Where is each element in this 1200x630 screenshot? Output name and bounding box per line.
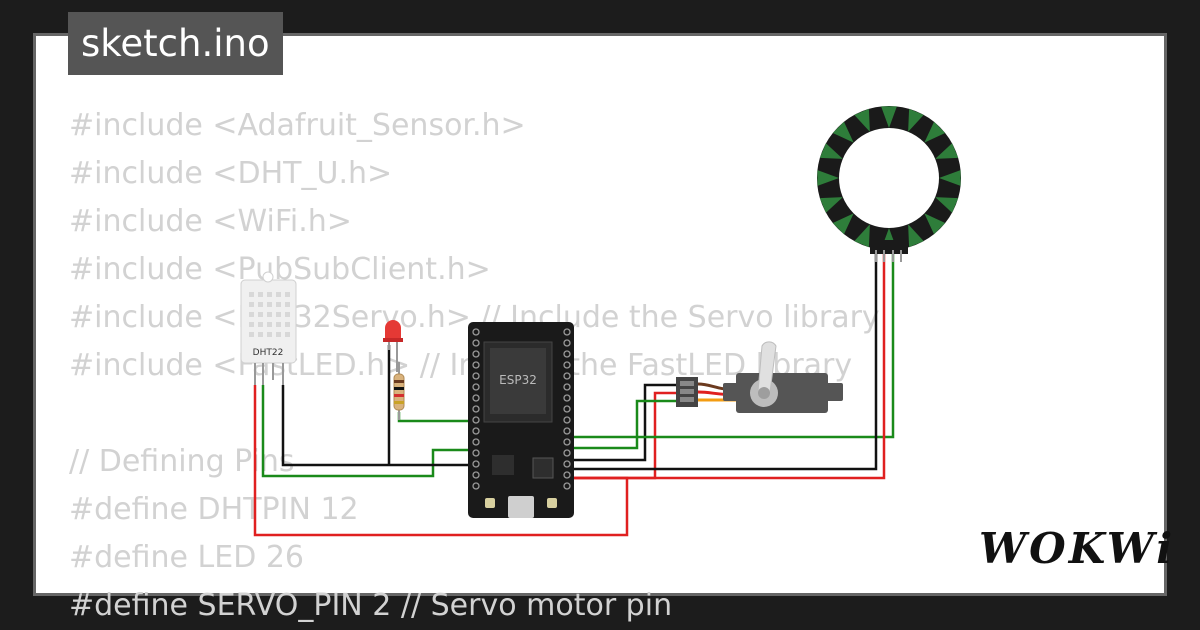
esp32-label: ESP32 bbox=[499, 373, 537, 387]
ring-led-pixel bbox=[908, 224, 924, 248]
code-background: #include <Adafruit_Sensor.h> #include <DH… bbox=[69, 102, 880, 630]
ring-led-pixel bbox=[832, 121, 854, 143]
esp32-board[interactable]: ESP32 bbox=[468, 322, 574, 518]
wire-ring-gnd bbox=[568, 252, 878, 471]
wokwi-logo: WOKWi bbox=[979, 524, 1176, 573]
file-tab[interactable]: sketch.ino bbox=[68, 12, 283, 75]
preview-card: #include <Adafruit_Sensor.h> #include <DH… bbox=[33, 33, 1172, 623]
wire-servo-signal bbox=[568, 399, 680, 450]
ring-led-pixel bbox=[854, 224, 870, 248]
ring-led-pixel bbox=[819, 197, 843, 213]
ring-led-pixel bbox=[819, 143, 843, 159]
wire-ring-vcc bbox=[568, 252, 886, 480]
usb-port bbox=[508, 496, 534, 518]
code-line-10: #define LED 26 bbox=[69, 540, 305, 575]
wire-servo-gnd bbox=[568, 383, 680, 462]
red-led[interactable] bbox=[383, 320, 403, 372]
wire-dht-data bbox=[261, 385, 473, 478]
ring-led-pixel bbox=[935, 197, 959, 213]
wire-ring-data bbox=[568, 252, 895, 439]
code-line-8: // Defining Pins bbox=[69, 444, 295, 479]
ring-led-pixel bbox=[939, 170, 961, 186]
ring-led-pixel bbox=[908, 108, 924, 132]
code-line-1: #include <Adafruit_Sensor.h> bbox=[69, 108, 526, 143]
wire-dht-gnd bbox=[281, 385, 473, 467]
ring-led-pixel bbox=[935, 143, 959, 159]
ring-led-pixel bbox=[832, 213, 854, 235]
ring-led-pixel bbox=[817, 170, 839, 186]
ring-led-pixel bbox=[924, 121, 946, 143]
code-line-2: #include <DHT_U.h> bbox=[69, 156, 393, 191]
wire-led-signal bbox=[397, 412, 473, 423]
code-line-11: #define SERVO_PIN 2 // Servo motor pin bbox=[69, 588, 673, 623]
ring-led-pixel bbox=[881, 106, 897, 128]
code-line-3: #include <WiFi.h> bbox=[69, 204, 352, 239]
ring-led-pixel bbox=[924, 213, 946, 235]
led-ring[interactable] bbox=[817, 106, 961, 262]
header-pins bbox=[472, 328, 571, 490]
wire-servo-vcc bbox=[568, 391, 680, 480]
dht22-label: DHT22 bbox=[253, 348, 284, 358]
ring-segments bbox=[817, 106, 961, 250]
ring-led-pixel bbox=[854, 108, 870, 132]
code-line-9: #define DHTPIN 12 bbox=[69, 492, 359, 527]
dht22-sensor[interactable]: DHT22 bbox=[240, 271, 297, 385]
wires bbox=[253, 252, 895, 537]
resistor bbox=[393, 362, 405, 420]
servo-motor[interactable] bbox=[676, 341, 843, 413]
